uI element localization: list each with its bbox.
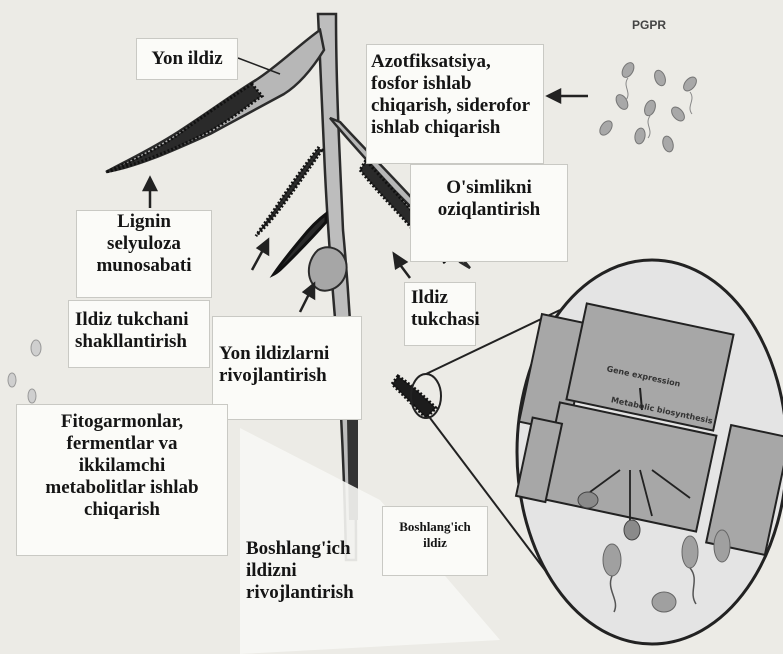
fitogarmonlar-label: Fitogarmonlar, fermentlar va ikkilamchi …: [16, 404, 228, 556]
boshlangich-ildiz-label: Boshlang'ich ildiz: [382, 506, 488, 576]
pgpr-bacteria-cluster: [597, 61, 699, 153]
ildiz-tukchasi-label: Ildiz tukchasi: [404, 282, 476, 346]
pgpr-label: PGPR: [632, 18, 666, 32]
azotfiksatsiya-label: Azotfiksatsiya, fosfor ishlab chiqarish,…: [366, 44, 544, 164]
boshlangich-ildizni-label: Boshlang'ich ildizni rivojlantirish: [240, 528, 378, 640]
magnified-root-hair-view: [516, 260, 783, 644]
ildiz-tukchani-label: Ildiz tukchani shakllantirish: [68, 300, 210, 368]
yon-ildiz-label: Yon ildiz: [136, 38, 238, 80]
lateral-root-small-1: [256, 148, 322, 236]
yon-ildizlarni-label: Yon ildizlarni rivojlantirish: [212, 316, 362, 420]
lignin-label: Lignin selyuloza munosabati: [76, 210, 212, 298]
faint-bacteria-left: [8, 340, 41, 403]
osimlikni-oziqlantirish-label: O'simlikni oziqlantirish: [410, 164, 568, 262]
